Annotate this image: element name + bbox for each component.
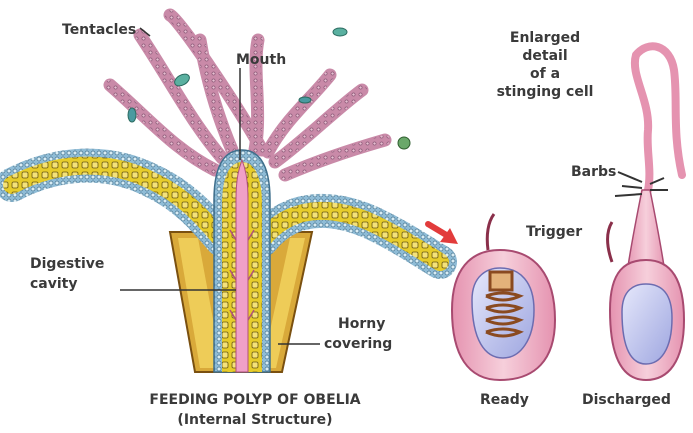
diagram-title: FEEDING POLYP OF OBELIA [110, 392, 400, 408]
enlarged-detail-line3: of a [480, 66, 610, 82]
enlarged-detail-line1: Enlarged [480, 30, 610, 46]
tentacles-label: Tentacles [62, 22, 136, 38]
enlarged-detail-line2: detail [480, 48, 610, 64]
ready-label: Ready [480, 392, 529, 408]
trigger-label: Trigger [526, 224, 582, 240]
diagram-subtitle: (Internal Structure) [110, 412, 400, 428]
discharged-label: Discharged [582, 392, 671, 408]
digestive-cavity-shape [236, 160, 248, 372]
digestive-label-line2: cavity [30, 276, 78, 292]
discharged-cell-illustration [608, 46, 685, 380]
digestive-label-line1: Digestive [30, 256, 104, 272]
horny-covering-label-line1: Horny [338, 316, 385, 332]
barbs-label: Barbs [571, 164, 616, 180]
horny-covering-label-line2: covering [324, 336, 392, 352]
enlarged-detail-line4: stinging cell [480, 84, 610, 100]
mouth-label: Mouth [236, 52, 286, 68]
